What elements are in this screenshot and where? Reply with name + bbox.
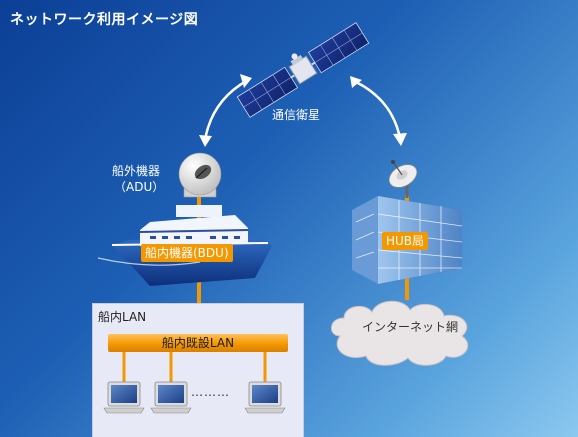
adu-label: 船外機器 （ADU） — [112, 163, 164, 195]
hub-label: HUB局 — [382, 232, 429, 250]
adu-label-line1: 船外機器 — [112, 164, 161, 178]
arrow-ship-satellite — [199, 74, 252, 147]
laptop-icon — [244, 381, 286, 414]
internet-label: インターネット網 — [361, 320, 458, 334]
onboard-lan-title: 船内LAN — [98, 310, 147, 324]
satellite-icon — [236, 22, 370, 118]
bdu-label: 船内機器(BDU) — [141, 244, 233, 262]
existing-lan-bar: 船内既設LAN — [108, 334, 288, 352]
hub-dish-icon — [388, 160, 418, 198]
satellite-label: 通信衛星 — [272, 108, 321, 122]
lan-drop-lines — [122, 352, 267, 384]
more-devices-ellipsis: ……… — [191, 385, 230, 399]
onboard-lan-panel — [92, 303, 304, 437]
adu-label-line2: （ADU） — [114, 180, 165, 194]
diagram-title: ネットワーク利用イメージ図 — [10, 12, 199, 28]
arrow-satellite-hub — [350, 76, 407, 146]
internet-cloud-icon — [331, 300, 469, 366]
laptop-icon — [103, 381, 145, 414]
adu-dome-icon — [178, 152, 222, 198]
laptop-icon — [150, 381, 192, 414]
